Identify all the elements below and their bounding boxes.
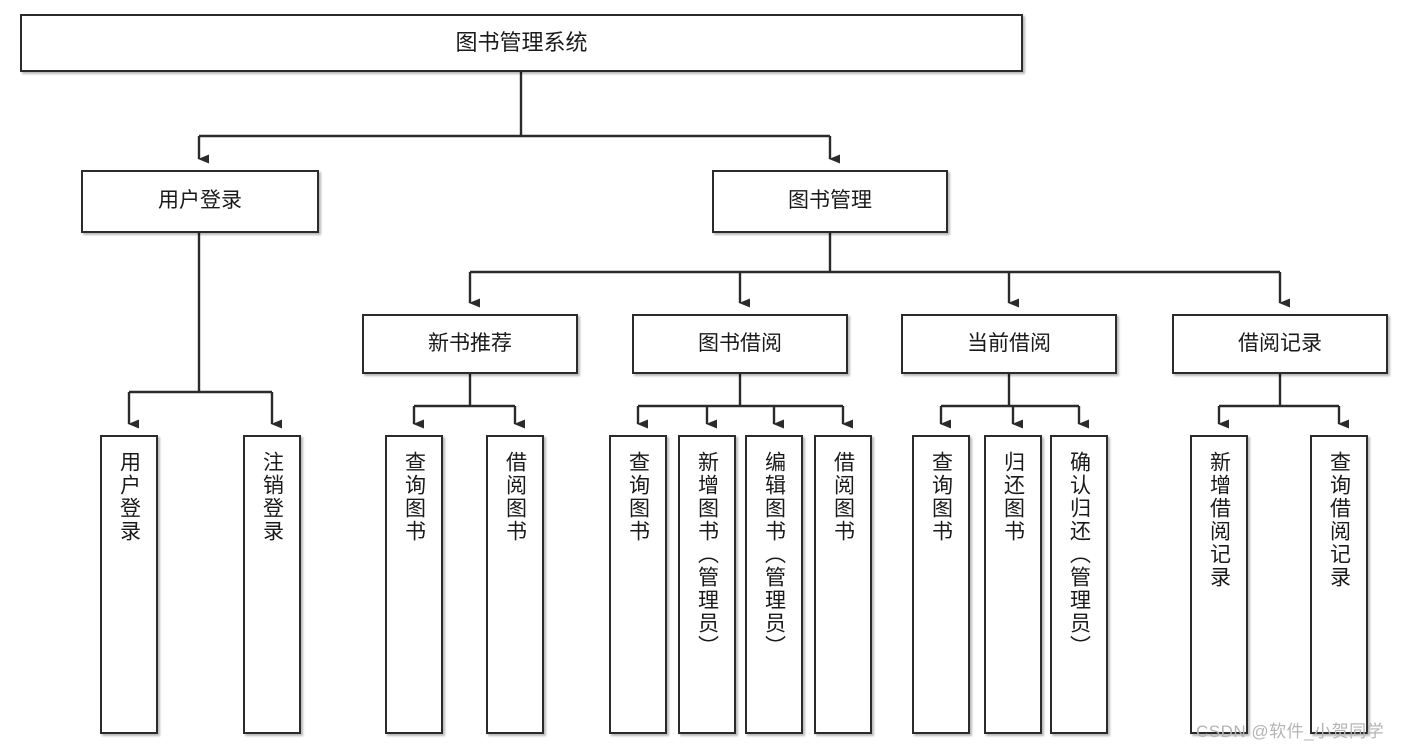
node-label: 新书推荐 (428, 331, 512, 355)
node-leaf-edit-book[interactable]: 编辑图书（管理员） (745, 435, 803, 734)
node-book-manage[interactable]: 图书管理 (712, 170, 948, 233)
node-label: 图书管理 (788, 189, 872, 213)
node-label: 编辑图书（管理员） (762, 451, 786, 658)
node-label: 当前借阅 (967, 331, 1051, 355)
node-label: 查询图书 (626, 451, 650, 543)
node-label: 确认归还（管理员） (1067, 451, 1091, 658)
node-label: 用户登录 (158, 189, 242, 213)
node-label: 查询图书 (929, 451, 953, 543)
node-label: 新增图书（管理员） (695, 451, 719, 658)
node-leaf-user-login[interactable]: 用户登录 (100, 435, 158, 734)
node-user-login[interactable]: 用户登录 (81, 170, 319, 233)
node-leaf-borrow-book-1[interactable]: 借阅图书 (486, 435, 544, 734)
node-label: 归还图书 (1001, 451, 1025, 543)
node-borrow-record[interactable]: 借阅记录 (1172, 314, 1388, 374)
node-label: 用户登录 (117, 451, 141, 543)
node-leaf-query-book-2[interactable]: 查询图书 (609, 435, 667, 734)
node-label: 图书管理系统 (455, 30, 588, 56)
node-leaf-query-book-3[interactable]: 查询图书 (912, 435, 970, 734)
csdn-watermark: CSDN @软件_小贺同学 (1196, 722, 1385, 741)
node-label: 借阅图书 (831, 451, 855, 543)
node-leaf-return-book[interactable]: 归还图书 (984, 435, 1042, 734)
node-label: 图书借阅 (698, 331, 782, 355)
node-new-book-recommend[interactable]: 新书推荐 (362, 314, 578, 374)
node-leaf-confirm-return[interactable]: 确认归还（管理员） (1050, 435, 1108, 734)
node-leaf-add-record[interactable]: 新增借阅记录 (1190, 435, 1248, 734)
node-label: 新增借阅记录 (1207, 451, 1231, 589)
node-book-borrow[interactable]: 图书借阅 (632, 314, 848, 374)
node-leaf-add-book[interactable]: 新增图书（管理员） (678, 435, 736, 734)
node-leaf-borrow-book-2[interactable]: 借阅图书 (814, 435, 872, 734)
node-label: 查询借阅记录 (1327, 451, 1351, 589)
node-current-borrow[interactable]: 当前借阅 (901, 314, 1117, 374)
node-label: 查询图书 (402, 451, 426, 543)
node-label: 借阅记录 (1238, 331, 1322, 355)
node-leaf-query-record[interactable]: 查询借阅记录 (1310, 435, 1368, 734)
node-leaf-query-book-1[interactable]: 查询图书 (385, 435, 443, 734)
node-label: 借阅图书 (503, 451, 527, 543)
node-leaf-logout[interactable]: 注销登录 (243, 435, 301, 734)
node-root[interactable]: 图书管理系统 (20, 14, 1023, 72)
node-label: 注销登录 (260, 451, 284, 543)
